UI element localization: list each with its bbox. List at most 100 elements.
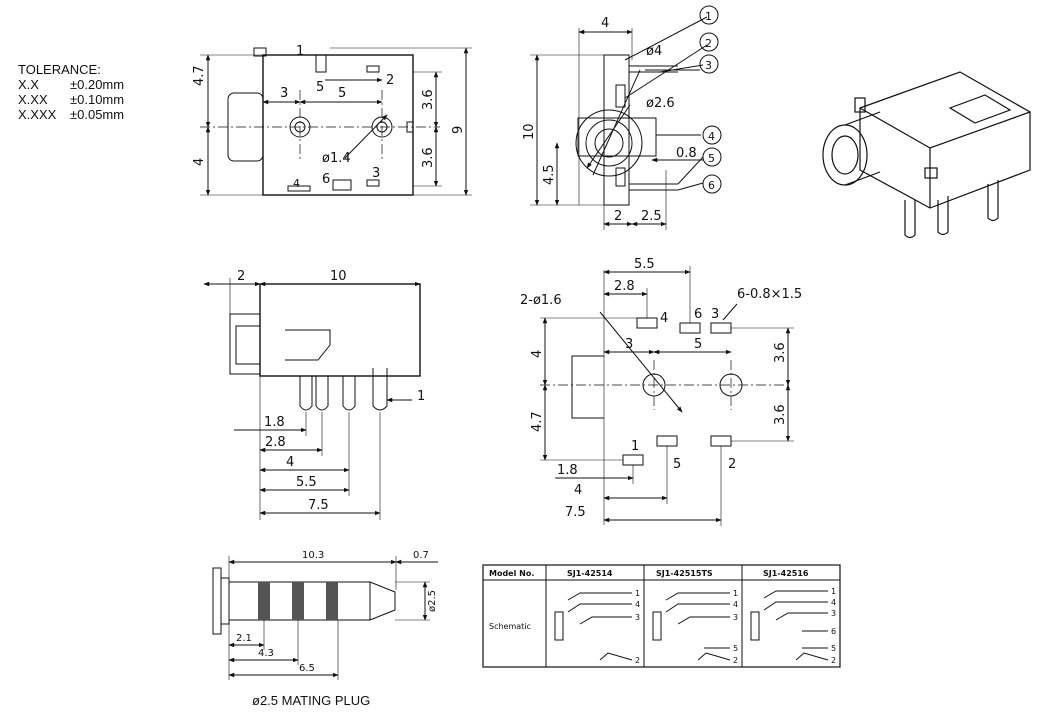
plug-ring bbox=[292, 582, 304, 620]
dim-label: 3.6 bbox=[773, 404, 788, 425]
dim-label: 2 bbox=[386, 73, 394, 88]
dim-label: 2 bbox=[237, 269, 245, 284]
dim-label: 2.5 bbox=[641, 209, 662, 224]
schematic-contact bbox=[665, 592, 730, 601]
table-row-label: Schematic bbox=[489, 622, 531, 631]
dim-label: 0.8 bbox=[676, 146, 697, 161]
schematic-sleeve bbox=[652, 611, 662, 641]
pcb-pad bbox=[710, 322, 732, 334]
tolerance-value: ±0.20mm bbox=[70, 77, 125, 92]
callout-number: 3 bbox=[705, 59, 712, 72]
dim-label: 1 bbox=[296, 44, 304, 59]
tolerance-label: X.XX bbox=[18, 92, 48, 107]
table-model: SJ1-42514 bbox=[567, 569, 613, 578]
iso-clip bbox=[924, 167, 938, 179]
dim-label: ø2.6 bbox=[646, 96, 675, 111]
callout-number: 5 bbox=[708, 152, 715, 165]
dim-label: 4 bbox=[286, 455, 294, 470]
bottom-pin bbox=[372, 368, 388, 411]
side-circle-outer bbox=[575, 109, 643, 177]
pin-label: 4 bbox=[635, 600, 640, 609]
dim-label: 4 bbox=[574, 483, 582, 498]
bottom-pin bbox=[299, 376, 313, 411]
pin-label: 1 bbox=[635, 589, 640, 598]
dim-label: 10 bbox=[522, 123, 537, 140]
dim-label: 3 bbox=[372, 166, 380, 181]
plug-labels: 10.3 0.7 ø2.5 2.1 4.3 6.5 bbox=[236, 550, 438, 674]
pcb-pad bbox=[622, 454, 644, 466]
tolerance-row: X.X±0.20mm bbox=[18, 77, 124, 92]
pcb-pad bbox=[679, 322, 701, 334]
dim-label: 4.5 bbox=[542, 164, 557, 185]
pcb-pad bbox=[656, 435, 678, 447]
schematic-contact bbox=[775, 612, 828, 621]
dim-label: 2.8 bbox=[614, 279, 635, 294]
dim-label: 4.7 bbox=[192, 65, 207, 86]
dim-label: 3.6 bbox=[773, 342, 788, 363]
pcb-outline bbox=[571, 355, 604, 419]
dim-label: 0.7 bbox=[413, 550, 429, 561]
pin-label: 1 bbox=[733, 589, 738, 598]
pad-label: 1 bbox=[631, 439, 639, 454]
dim-label: ø1.4 bbox=[322, 151, 351, 166]
pcb-pad bbox=[636, 317, 658, 329]
pad-label: 6 bbox=[694, 307, 702, 322]
leader-line bbox=[586, 104, 631, 169]
front-view bbox=[200, 47, 472, 196]
dim-label: 7.5 bbox=[308, 498, 329, 513]
side-circle-inner bbox=[585, 119, 633, 167]
side-rim bbox=[577, 117, 657, 157]
tolerance-row: X.XX ±0.10mm bbox=[18, 92, 124, 107]
tolerance-label: X.XXX bbox=[18, 107, 57, 122]
iso-pin bbox=[987, 180, 999, 222]
schematic-contact bbox=[599, 652, 633, 661]
pcb-pad bbox=[710, 435, 732, 447]
side-view-labels: 4 ø4 ø2.6 10 4.5 0.8 2 2.5 1 2 3 4 5 6 bbox=[522, 10, 715, 224]
front-tab bbox=[253, 47, 267, 57]
dim-label: 4 bbox=[293, 177, 300, 190]
dim-label: 2-ø1.6 bbox=[520, 293, 562, 308]
callout-circle bbox=[702, 147, 722, 167]
callout-number: 4 bbox=[708, 130, 715, 143]
schematic-contact bbox=[579, 616, 632, 625]
tolerance-row: X.XXX ±0.05mm bbox=[18, 107, 124, 122]
iso-pin bbox=[937, 196, 949, 236]
callout-leader bbox=[677, 156, 704, 185]
pin-label: 3 bbox=[831, 609, 836, 618]
pad-label: 3 bbox=[711, 307, 719, 322]
dim-label: 1.8 bbox=[264, 415, 285, 430]
front-pad bbox=[366, 65, 380, 73]
front-bottom-pad bbox=[287, 185, 311, 192]
tolerance-value: ±0.05mm bbox=[70, 107, 125, 122]
dim-label: 5.5 bbox=[634, 257, 655, 272]
plug-caption: ø2.5 MATING PLUG bbox=[252, 693, 371, 708]
dim-label: 10.3 bbox=[302, 550, 324, 561]
iso-clip bbox=[854, 97, 866, 113]
schematic-contact bbox=[763, 590, 828, 599]
callout-circle bbox=[702, 174, 722, 194]
schematic-contact bbox=[763, 601, 828, 611]
bottom-view bbox=[203, 278, 421, 520]
table-labels: Model No. SJ1-42514 SJ1-42515TS SJ1-4251… bbox=[489, 569, 836, 665]
dim-label: 9 bbox=[451, 126, 466, 134]
callout-number: 2 bbox=[705, 37, 712, 50]
dim-label: 2 bbox=[614, 209, 622, 224]
dim-label: 3.6 bbox=[421, 89, 436, 110]
table-model: SJ1-42516 bbox=[763, 569, 809, 578]
iso-edge bbox=[859, 107, 1031, 149]
bottom-barrel bbox=[229, 313, 261, 375]
dim-label: 3 bbox=[280, 86, 288, 101]
plug-ring bbox=[258, 582, 270, 620]
model-table bbox=[482, 564, 841, 668]
callout-circle bbox=[699, 32, 719, 52]
dim-label: 1 bbox=[417, 389, 425, 404]
dim-label: 6 bbox=[322, 172, 330, 187]
bottom-body bbox=[259, 283, 421, 377]
pin-label: 4 bbox=[733, 600, 738, 609]
table-header-label: Model No. bbox=[489, 569, 534, 578]
isometric-view bbox=[822, 71, 1031, 239]
dim-label: 5 bbox=[694, 337, 702, 352]
schematic-contact bbox=[697, 652, 731, 661]
dim-label: 3.6 bbox=[421, 147, 436, 168]
tolerance-value: ±0.10mm bbox=[70, 92, 125, 107]
